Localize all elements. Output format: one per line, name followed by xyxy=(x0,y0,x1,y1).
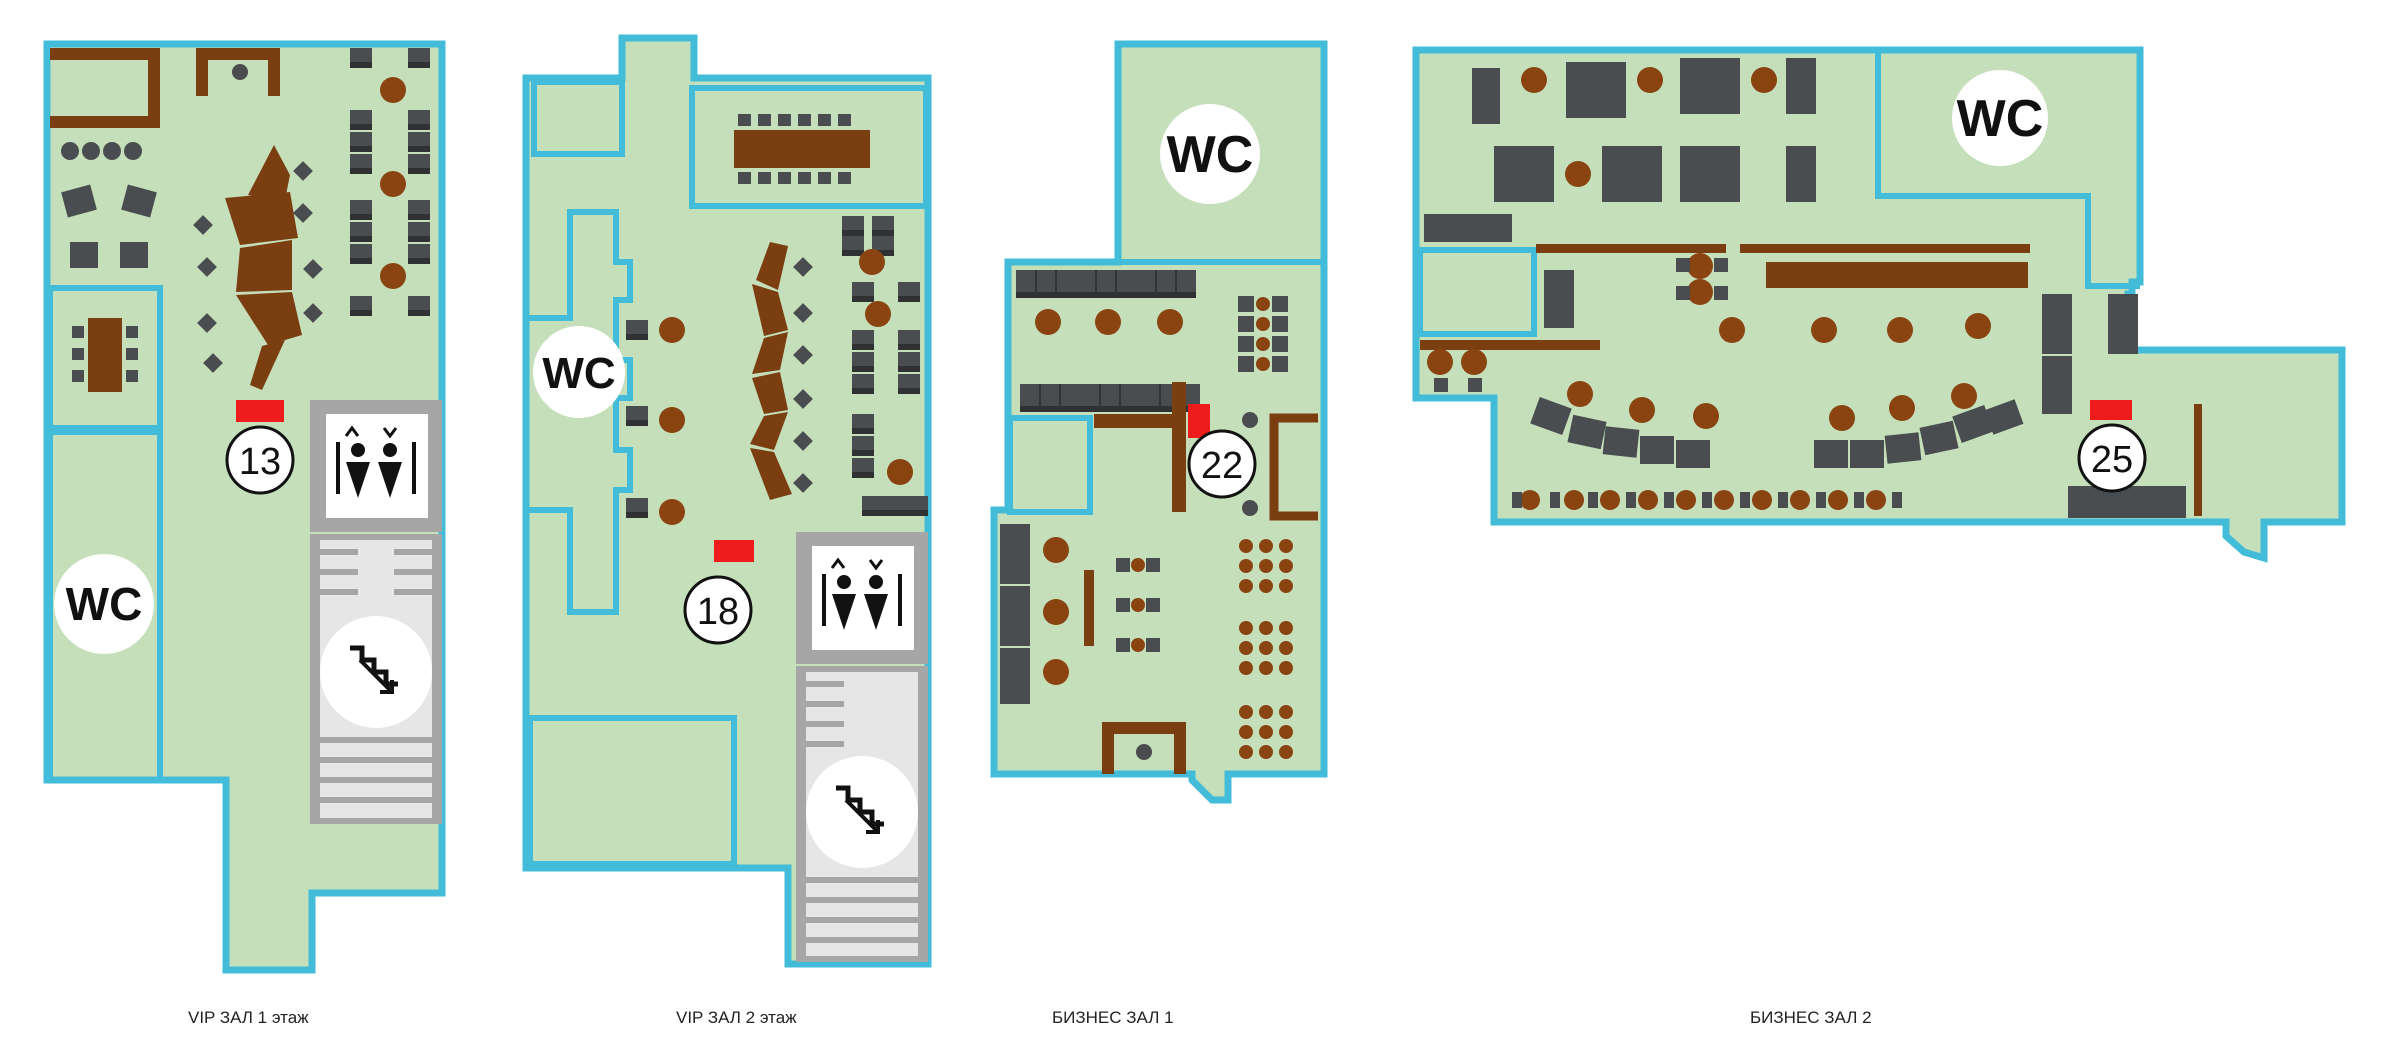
elevator-icon xyxy=(796,532,928,664)
gate-marker-icon xyxy=(714,540,754,562)
hall-vip-2-floor: WC xyxy=(522,34,932,968)
stairs-icon xyxy=(310,534,442,824)
gate-number-label: 22 xyxy=(1201,445,1243,487)
gate-number-label: 13 xyxy=(239,441,281,483)
wc-label: WC xyxy=(1167,126,1254,184)
wc-label: WC xyxy=(66,578,143,630)
hall-business-2: WC xyxy=(1412,46,2346,563)
gate-marker-icon xyxy=(1188,404,1210,438)
hall-caption-vip-1: VIP ЗАЛ 1 этаж xyxy=(188,1008,309,1027)
stairs-icon xyxy=(796,666,928,962)
gate-number: 22 xyxy=(1187,429,1257,499)
wc-label: WC xyxy=(542,349,615,398)
hall-business-1: WC 22 xyxy=(990,40,1328,804)
gate-number: 25 xyxy=(2077,423,2147,493)
gate-marker-icon xyxy=(2090,400,2132,420)
wc-icon: WC xyxy=(1160,104,1260,204)
hall-caption-business-2: БИЗНЕС ЗАЛ 2 xyxy=(1750,1008,1872,1027)
wc-icon: WC xyxy=(54,554,154,654)
hall-vip-1-floor: WC 13 xyxy=(43,40,446,974)
hall-caption-business-1: БИЗНЕС ЗАЛ 1 xyxy=(1052,1008,1174,1027)
gate-number-label: 18 xyxy=(697,591,739,633)
gate-number: 18 xyxy=(683,575,753,645)
wc-icon: WC xyxy=(1952,70,2048,166)
gate-number: 13 xyxy=(225,425,295,495)
wc-icon: WC xyxy=(533,326,625,418)
hall-caption-vip-2: VIP ЗАЛ 2 этаж xyxy=(676,1008,797,1027)
gate-number-label: 25 xyxy=(2091,439,2133,481)
gate-marker-icon xyxy=(236,400,284,422)
elevator-icon xyxy=(310,400,442,532)
wc-label: WC xyxy=(1957,90,2044,148)
